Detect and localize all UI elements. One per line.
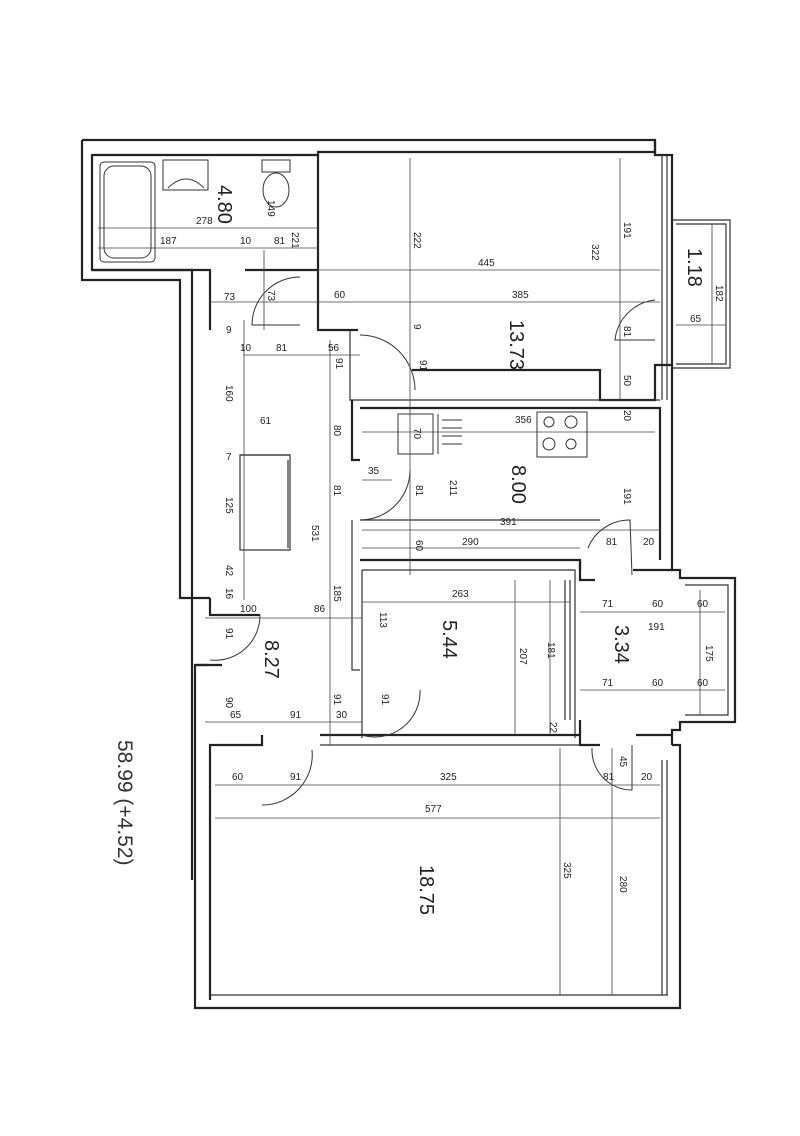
dim-label: 191: [621, 222, 632, 239]
dim-label: 91: [223, 628, 234, 640]
dim-label: 30: [336, 710, 348, 721]
dim-label: 185: [331, 585, 342, 602]
dim-label: 149: [265, 200, 276, 217]
total-area: 58.99 (+4.52): [113, 740, 136, 866]
dim-label: 7: [226, 452, 232, 463]
dim-label: 71: [602, 678, 614, 689]
dim-label: 65: [690, 314, 702, 325]
dim-label: 531: [309, 525, 320, 542]
dim-label: 91: [333, 358, 344, 370]
dim-label: 71: [602, 599, 614, 610]
dim-label: 211: [447, 480, 458, 496]
area-balcony: 1.18: [683, 248, 705, 287]
dim-label: 91: [290, 710, 302, 721]
dim-label: 182: [713, 285, 724, 302]
dim-label: 91: [379, 694, 390, 706]
dim-label: 221: [289, 232, 300, 249]
dim-label: 125: [223, 497, 234, 514]
dimension-labels: 278 187 10 81 221 149 222 445 322 191 18…: [160, 200, 724, 893]
dim-label: 65: [230, 710, 242, 721]
dim-label: 60: [334, 290, 346, 301]
dim-label: 263: [452, 589, 469, 600]
dim-label: 391: [500, 517, 517, 528]
dim-label: 20: [621, 410, 632, 422]
area-bathroom: 4.80: [213, 185, 235, 224]
dim-label: 385: [512, 290, 529, 301]
dim-label: 56: [328, 343, 340, 354]
dim-label: 187: [160, 236, 177, 247]
dim-label: 86: [314, 604, 326, 615]
dim-label: 10: [240, 343, 252, 354]
dim-label: 70: [411, 428, 422, 440]
dim-label: 60: [413, 540, 424, 552]
dim-label: 175: [703, 645, 714, 662]
dim-label: 90: [223, 697, 234, 709]
dim-label: 191: [648, 622, 665, 633]
dim-label: 81: [331, 485, 342, 497]
dim-label: 60: [232, 772, 244, 783]
dim-label: 445: [478, 258, 495, 269]
area-loggia: 3.34: [610, 625, 632, 664]
interior-walls: [92, 155, 672, 747]
dim-label: 100: [240, 604, 257, 615]
dim-label: 81: [276, 343, 288, 354]
dim-label: 207: [517, 648, 528, 665]
area-room-top: 13.73: [505, 320, 527, 370]
dim-label: 9: [411, 324, 422, 330]
dim-label: 80: [331, 425, 342, 437]
dim-label: 81: [413, 485, 424, 497]
dim-label: 325: [561, 862, 572, 879]
dim-label: 35: [368, 466, 380, 477]
dim-label: 16: [223, 588, 234, 600]
dim-label: 81: [603, 772, 615, 783]
dim-label: 45: [617, 756, 628, 768]
dim-label: 22: [547, 722, 558, 734]
dim-label: 191: [621, 488, 632, 505]
dim-label: 60: [697, 599, 709, 610]
area-room-bottom: 18.75: [415, 865, 437, 915]
fixtures: [99, 159, 588, 458]
dim-label: 280: [617, 876, 628, 893]
dim-label: 113: [377, 612, 388, 628]
dim-label: 325: [440, 772, 457, 783]
dim-label: 160: [223, 385, 234, 402]
dim-label: 81: [274, 236, 286, 247]
dim-label: 20: [643, 537, 655, 548]
area-kitchen: 8.00: [507, 465, 529, 504]
dim-label: 290: [462, 537, 479, 548]
dim-label: 73: [224, 292, 236, 303]
area-room-mid: 5.44: [438, 620, 460, 659]
dim-label: 81: [606, 537, 618, 548]
dim-label: 42: [223, 565, 234, 577]
dim-label: 91: [290, 772, 302, 783]
dim-label: 81: [621, 326, 632, 338]
dim-label: 577: [425, 804, 442, 815]
dim-label: 222: [411, 232, 422, 249]
area-hall: 8.27: [260, 640, 282, 679]
doors: [209, 276, 656, 806]
dim-label: 91: [417, 360, 428, 372]
dim-label: 60: [652, 599, 664, 610]
dim-label: 181: [545, 642, 556, 659]
dim-label: 61: [260, 416, 272, 427]
dimension-lines: [98, 158, 726, 995]
dim-label: 9: [226, 325, 232, 336]
dim-label: 60: [652, 678, 664, 689]
dim-label: 278: [196, 216, 213, 227]
dim-label: 356: [515, 415, 532, 426]
dim-label: 91: [331, 694, 342, 706]
dim-label: 20: [641, 772, 653, 783]
dim-label: 10: [240, 236, 252, 247]
dim-label: 322: [589, 244, 600, 261]
area-labels: 4.80 13.73 1.18 8.00 5.44 3.34 8.27 18.7…: [213, 185, 705, 915]
dim-label: 50: [621, 375, 632, 387]
dim-label: 73: [265, 290, 276, 302]
dim-label: 60: [697, 678, 709, 689]
